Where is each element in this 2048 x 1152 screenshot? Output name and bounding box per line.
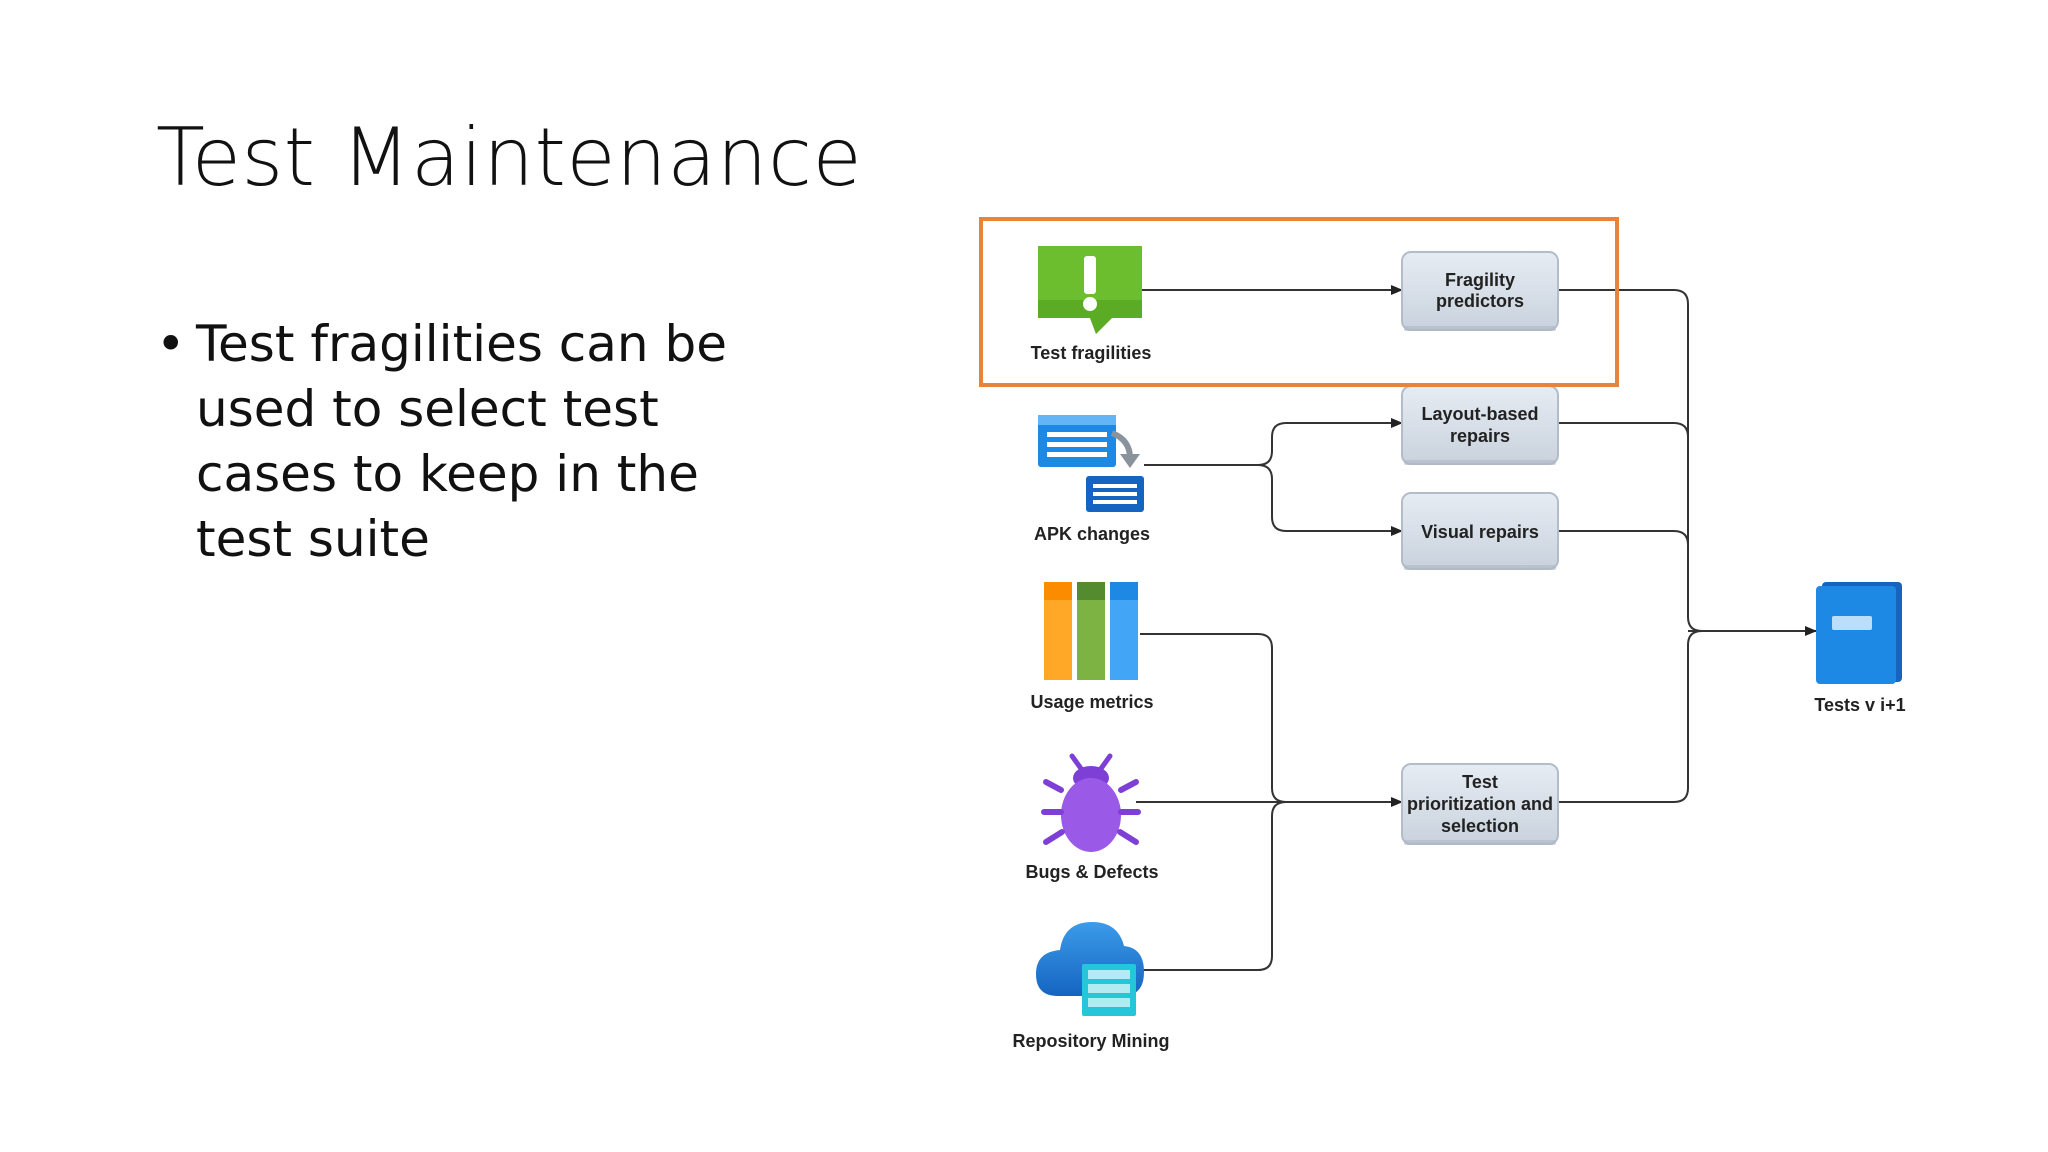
warning-speech-bubble-icon	[1038, 246, 1142, 334]
edge-predictors-to-tests	[1558, 289, 1703, 632]
highlight-box	[979, 217, 1619, 387]
edge-apk-to-layout	[1144, 418, 1403, 466]
process-test-prioritization: Test prioritization and selection	[1401, 763, 1559, 845]
process-label: prioritization and	[1407, 794, 1553, 814]
source-test-fragilities: Test fragilities	[1031, 246, 1152, 363]
source-label: Repository Mining	[1013, 1031, 1170, 1051]
process-label: Test	[1462, 772, 1498, 792]
bullet-line: used to select test	[196, 380, 659, 438]
process-label: predictors	[1436, 291, 1524, 311]
source-usage-metrics: Usage metrics	[1030, 582, 1154, 712]
source-bugs-defects: Bugs & Defects	[1025, 753, 1159, 882]
edge-repo-to-prioritization	[1140, 801, 1287, 971]
edge-apk-to-visual	[1257, 464, 1403, 536]
process-visual-repairs: Visual repairs	[1401, 492, 1559, 570]
edge-layout-to-tests	[1558, 422, 1689, 438]
process-layout-based-repairs: Layout-based repairs	[1401, 385, 1559, 465]
bullet-dot: •	[156, 315, 186, 373]
process-label: Layout-based	[1421, 404, 1538, 424]
source-repository-mining: Repository Mining	[1013, 922, 1170, 1051]
bullet-line: Test fragilities can be	[196, 315, 727, 373]
process-label: Fragility	[1445, 270, 1515, 290]
document-change-icon	[1038, 415, 1144, 512]
process-fragility-predictors: Fragility predictors	[1401, 251, 1559, 331]
slide-title: Test Maintenance	[156, 111, 863, 204]
bug-icon	[1041, 753, 1141, 852]
output-tests-next: Tests v i+1	[1814, 582, 1906, 715]
edge-prioritization-to-tests	[1558, 630, 1703, 803]
source-label: Bugs & Defects	[1025, 862, 1158, 882]
source-label: Test fragilities	[1031, 343, 1152, 363]
source-label: Usage metrics	[1030, 692, 1153, 712]
bullet-line: test suite	[196, 510, 430, 568]
diagram-edges	[1136, 285, 1817, 971]
edge-visual-to-tests	[1558, 530, 1689, 546]
bullet-item: • Test fragilities can be used to select…	[156, 312, 776, 572]
output-label: Tests v i+1	[1814, 695, 1905, 715]
process-label: repairs	[1450, 426, 1510, 446]
book-icon	[1816, 582, 1902, 684]
bullet-line: cases to keep in the	[196, 445, 699, 503]
source-label: APK changes	[1034, 524, 1150, 544]
bullet-list: • Test fragilities can be used to select…	[156, 312, 776, 572]
process-label: selection	[1441, 816, 1519, 836]
cloud-database-icon	[1036, 922, 1144, 1016]
source-apk-changes: APK changes	[1034, 415, 1150, 544]
bar-columns-icon	[1044, 582, 1138, 680]
edge-usage-to-prioritization	[1140, 633, 1287, 803]
process-label: Visual repairs	[1421, 522, 1539, 542]
